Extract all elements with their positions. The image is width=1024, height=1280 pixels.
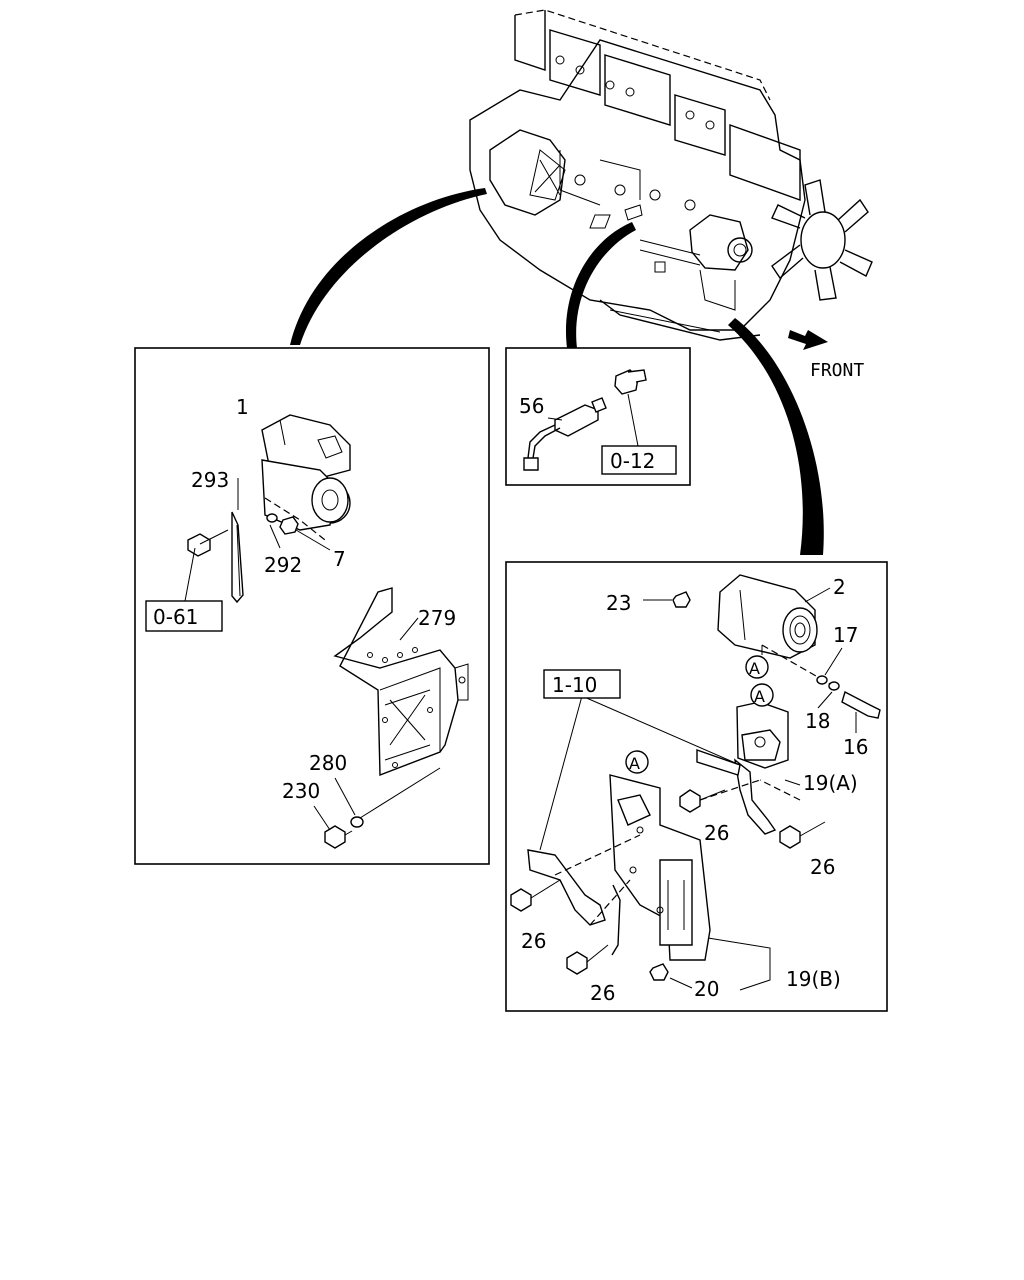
- ref-label-starter: 0-61: [153, 605, 198, 629]
- marker-a-3-label: A: [629, 754, 640, 773]
- callouts-starter: 1 293 292 7 279 280 230 0-61: [145, 395, 456, 831]
- callout-starter: 1: [236, 395, 249, 419]
- callout-sensor: 56: [519, 394, 544, 418]
- fan-icon: [771, 179, 873, 301]
- callouts-generator: 2 23 17 18 16 19(A) 26 26 26 26 20 19(B)…: [521, 575, 868, 1005]
- bracket-19b: [609, 774, 711, 961]
- callout-bolt-230: 230: [282, 779, 320, 803]
- ref-box-sensor: [601, 445, 677, 475]
- callout-bolt-26-c: 26: [521, 929, 546, 953]
- alternator: [717, 574, 831, 685]
- ref-label-generator: 1-10: [552, 673, 597, 697]
- callout-washer-18: 18: [805, 709, 830, 733]
- marker-a-3: [625, 750, 649, 774]
- bracket-19a: [734, 701, 789, 835]
- callout-nut-23: 23: [606, 591, 631, 615]
- sensor-panel: [505, 347, 691, 486]
- callout-alternator: 2: [833, 575, 846, 599]
- callout-nut: 7: [333, 547, 346, 571]
- callout-bracket-19b: 19(B): [786, 967, 841, 991]
- callout-bolt-26-a: 26: [704, 821, 729, 845]
- marker-a-1: [745, 655, 769, 679]
- ref-box-generator: [543, 669, 621, 699]
- ref-box-starter: [145, 600, 223, 632]
- callout-washer-280: 280: [309, 751, 347, 775]
- connector-arcs: [290, 188, 824, 555]
- callout-bolt-16: 16: [843, 735, 868, 759]
- callout-nut-20: 20: [694, 977, 719, 1001]
- callout-bolt-26-d: 26: [590, 981, 615, 1005]
- bracket-279: [333, 587, 469, 777]
- callout-bracket: 279: [418, 606, 456, 630]
- callout-washer: 292: [264, 553, 302, 577]
- callout-bolt-26-b: 26: [810, 855, 835, 879]
- starter-panel: [134, 347, 490, 865]
- oil-pressure-sensor: [523, 397, 607, 471]
- marker-a-1-label: A: [749, 659, 760, 678]
- callouts-sensor: 56 0-12: [519, 393, 677, 475]
- front-arrow-icon: [788, 330, 828, 350]
- starter-motor: [261, 414, 351, 541]
- callout-cable: 293: [191, 468, 229, 492]
- generator-panel: [505, 561, 888, 1012]
- ref-label-sensor: 0-12: [610, 449, 655, 473]
- callout-washer-17: 17: [833, 623, 858, 647]
- callout-bracket-19a: 19(A): [803, 771, 858, 795]
- front-label: FRONT: [810, 360, 864, 381]
- engine-overview: FRONT: [469, 9, 873, 381]
- marker-a-2: [750, 683, 774, 707]
- marker-a-2-label: A: [754, 687, 765, 706]
